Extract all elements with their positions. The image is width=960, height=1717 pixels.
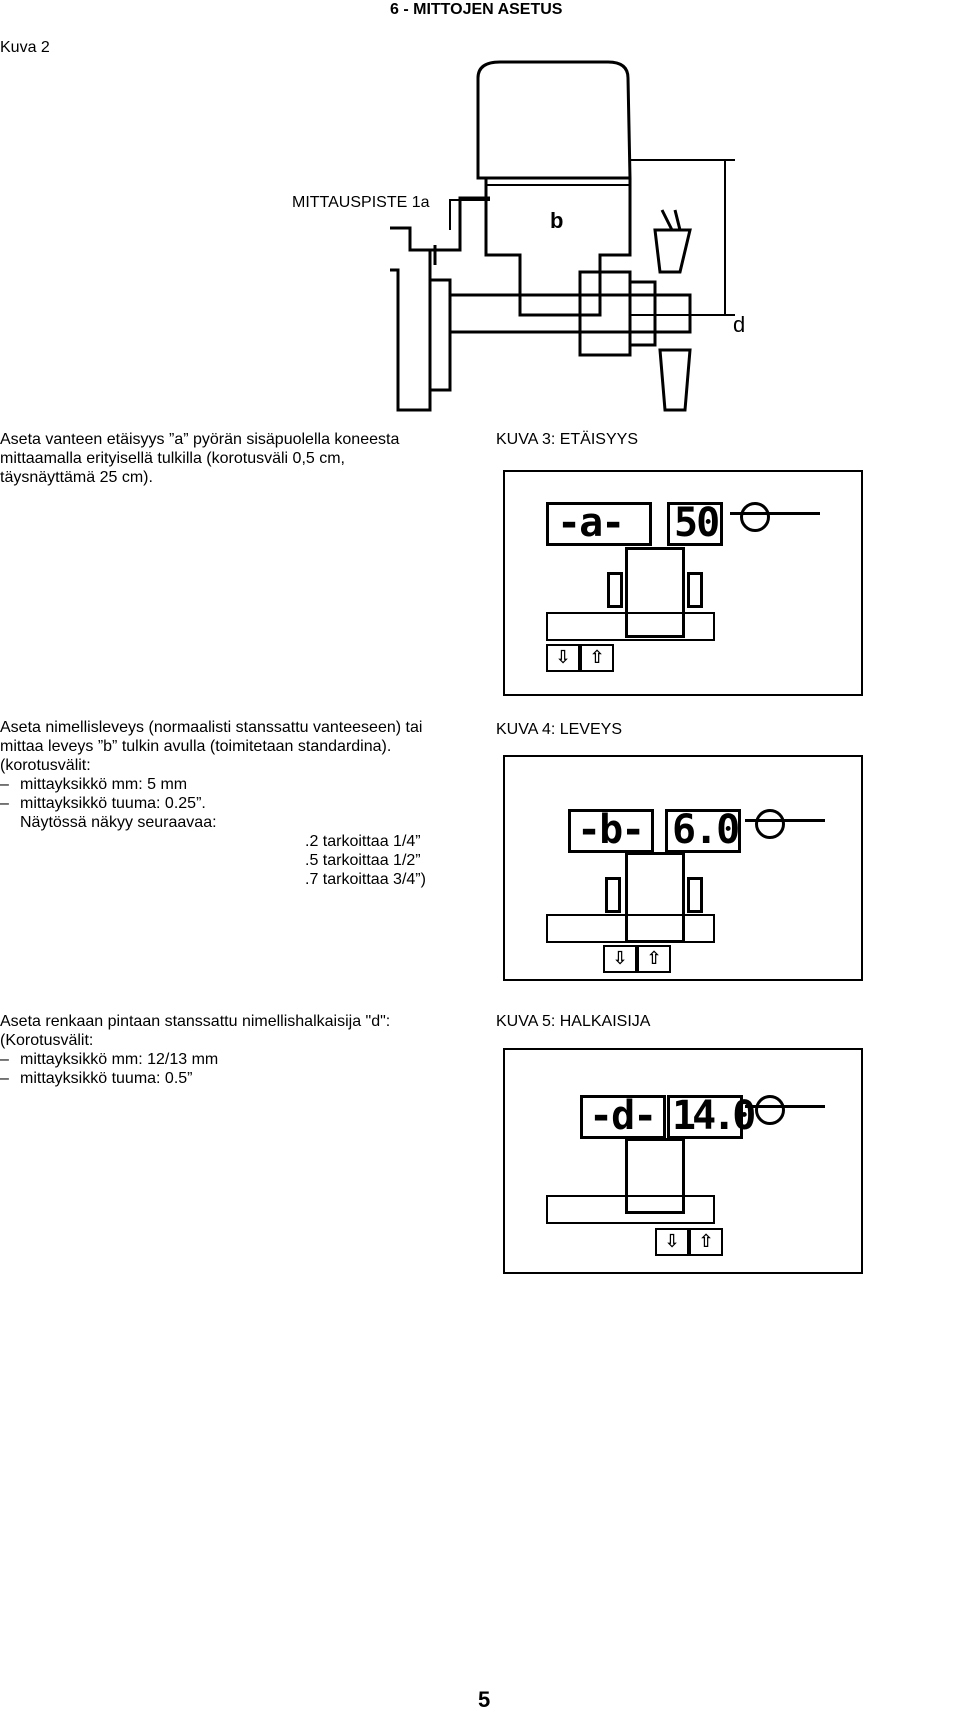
display-label-window: -d- [580, 1095, 666, 1139]
gear-icon [755, 809, 785, 839]
section-b-text: Aseta nimellisleveys (normaalisti stanss… [0, 718, 422, 832]
text-line: Aseta vanteen etäisyys ”a” pyörän sisäpu… [0, 431, 400, 448]
mode-strip [546, 914, 715, 943]
bullet-item: –mittayksikkö tuuma: 0.5” [0, 1070, 193, 1087]
tool-icon [745, 819, 825, 828]
text-line: Aseta renkaan pintaan stanssattu nimelli… [0, 1013, 391, 1030]
text-line: täysnäyttämä 25 cm). [0, 469, 153, 486]
gear-icon [740, 502, 770, 532]
mode-strip [546, 1195, 715, 1224]
section-d-text: Aseta renkaan pintaan stanssattu nimelli… [0, 1012, 390, 1088]
display-label-window: -a- [546, 502, 652, 546]
wheel-icon [625, 547, 685, 638]
figure-5-title: KUVA 5: HALKAISIJA [496, 1013, 651, 1030]
display-value-window: 50 [667, 502, 723, 546]
display-value: 14.0 [672, 1093, 756, 1139]
arrow-up-button[interactable]: ⇧ [580, 644, 614, 672]
section-title: 6 - MITTOJEN ASETUS [390, 1, 563, 18]
meaning-line: .2 tarkoittaa 1/4” [305, 833, 421, 850]
display-label: -d- [589, 1093, 657, 1139]
meaning-line: .7 tarkoittaa 3/4”) [305, 871, 426, 888]
bullet-item: –mittayksikkö tuuma: 0.25”. [0, 795, 206, 812]
display-value-window: 6.0 [665, 809, 741, 853]
shown-label: Näytössä näkyy seuraavaa: [20, 814, 217, 831]
dimension-d-label: d [733, 312, 745, 337]
tool-icon [745, 1105, 825, 1114]
display-label-window: -b- [568, 809, 654, 853]
left-indicator [607, 572, 623, 608]
gear-icon [755, 1095, 785, 1125]
arrow-up-button[interactable]: ⇧ [637, 945, 671, 973]
display-label: -b- [577, 807, 645, 853]
meanings-list: .2 tarkoittaa 1/4” .5 tarkoittaa 1/2” .7… [305, 832, 426, 889]
mode-strip [546, 612, 715, 641]
tool-icon [730, 512, 820, 521]
figure-2-label: Kuva 2 [0, 39, 50, 56]
text-line: (korotusvälit: [0, 757, 91, 774]
arrow-down-button[interactable]: ⇩ [546, 644, 580, 672]
meaning-line: .5 tarkoittaa 1/2” [305, 852, 421, 869]
display-label: -a- [557, 500, 625, 546]
measuring-point-callout: MITTAUSPISTE 1a [290, 193, 432, 212]
figure-3-title: KUVA 3: ETÄISYYS [496, 431, 638, 448]
bullet-item: –mittayksikkö mm: 12/13 mm [0, 1051, 219, 1068]
text-line: mittaamalla erityisellä tulkilla (korotu… [0, 450, 345, 467]
display-panel-diameter: -d- 14.0 ⇩ ⇧ [503, 1048, 863, 1274]
display-value: 6.0 [672, 807, 740, 853]
display-value: 50 [674, 500, 720, 546]
dimension-b-label: b [550, 208, 563, 233]
arrow-up-button[interactable]: ⇧ [689, 1228, 723, 1256]
right-indicator [687, 572, 703, 608]
right-indicator [687, 877, 703, 913]
display-panel-distance: -a- 50 ⇩ ⇧ [503, 470, 863, 696]
arrow-down-button[interactable]: ⇩ [603, 945, 637, 973]
text-line: mittaa leveys ”b” tulkin avulla (toimite… [0, 738, 392, 755]
display-value-window: 14.0 [667, 1095, 756, 1139]
wheel-balancer-drawing: b d [390, 60, 745, 412]
arrow-down-button[interactable]: ⇩ [655, 1228, 689, 1256]
bullet-item: –mittayksikkö mm: 5 mm [0, 776, 188, 793]
text-line: (Korotusvälit: [0, 1032, 94, 1049]
figure-4-title: KUVA 4: LEVEYS [496, 721, 622, 738]
text-line: Aseta nimellisleveys (normaalisti stanss… [0, 719, 423, 736]
page-number: 5 [478, 1687, 491, 1712]
section-a-text: Aseta vanteen etäisyys ”a” pyörän sisäpu… [0, 430, 399, 487]
display-panel-width: -b- 6.0 ⇩ ⇧ [503, 755, 863, 981]
left-indicator [605, 877, 621, 913]
wheel-icon [625, 1138, 685, 1214]
